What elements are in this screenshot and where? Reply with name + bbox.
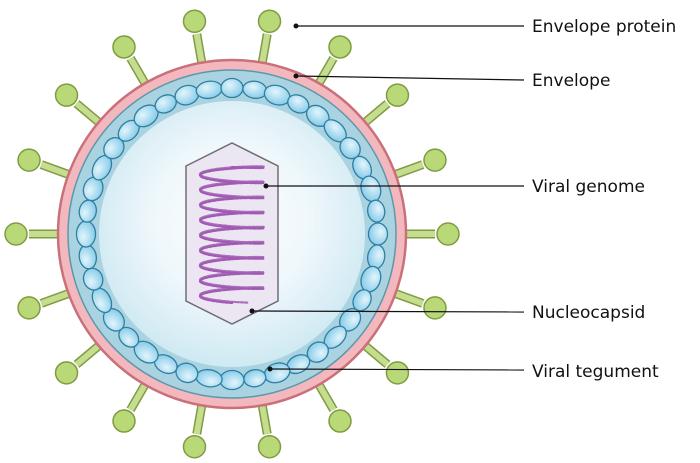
nucleocapsid	[185, 142, 279, 325]
label-viral-tegument: Viral tegument	[267, 362, 659, 382]
label-nucleocapsid: Nucleocapsid	[249, 303, 645, 323]
spike-head	[385, 83, 410, 107]
capsomere	[219, 369, 245, 391]
envelope-protein-spike	[112, 377, 152, 433]
envelope-protein-spike	[357, 83, 410, 130]
envelope-protein-spike	[182, 398, 208, 459]
spike-head	[385, 361, 410, 385]
spike-head	[436, 222, 460, 246]
envelope-protein-spike	[388, 148, 447, 181]
envelope-protein-spike	[54, 338, 107, 385]
envelope-protein-spike	[256, 398, 282, 459]
spike-head	[328, 35, 352, 59]
envelope-protein-spike	[182, 9, 208, 70]
envelope-protein-spike	[400, 222, 460, 246]
spike-head	[257, 9, 282, 34]
leader-dot-viral-tegument	[267, 366, 273, 372]
leader-dot-envelope-protein	[293, 23, 299, 29]
spike-head	[17, 148, 41, 172]
capsomere	[367, 222, 389, 246]
leader-line-viral-tegument	[269, 368, 525, 371]
spike-head	[328, 409, 352, 433]
spike-head	[54, 83, 79, 107]
envelope-protein-spike	[4, 222, 64, 246]
capsomere	[75, 220, 97, 248]
spike-head	[54, 361, 79, 385]
label-envelope: Envelope	[293, 71, 610, 91]
envelope-protein-spike	[54, 83, 107, 130]
envelope-protein-spike	[357, 338, 410, 385]
capsomere	[220, 77, 244, 99]
spike-head	[112, 35, 136, 59]
genome-strand-a	[198, 165, 265, 305]
envelope-protein-spike	[388, 287, 447, 320]
leader-dot-envelope	[293, 73, 299, 79]
spike-head	[257, 434, 282, 459]
leader-dot-viral-genome	[263, 183, 269, 189]
envelope-protein-spike	[312, 377, 352, 433]
viral-genome	[198, 165, 265, 305]
label-envelope-protein: Envelope protein	[293, 17, 676, 37]
envelope-protein-spike	[112, 35, 152, 91]
spike-head	[4, 222, 28, 246]
label-text-envelope: Envelope	[532, 71, 610, 91]
envelope-protein-spike	[17, 148, 76, 181]
label-text-envelope-protein: Envelope protein	[532, 17, 676, 37]
spike-head	[182, 9, 207, 34]
envelope-protein-spike	[256, 9, 282, 70]
label-text-nucleocapsid: Nucleocapsid	[532, 303, 645, 323]
spike-head	[182, 434, 207, 459]
spike-head	[423, 148, 447, 172]
genome-strand-b	[198, 165, 265, 304]
leader-line-envelope	[295, 75, 525, 81]
capsomere	[366, 199, 386, 223]
spike-head	[17, 296, 41, 320]
label-text-viral-genome: Viral genome	[532, 177, 645, 197]
label-text-viral-tegument: Viral tegument	[532, 362, 659, 382]
label-viral-genome: Viral genome	[263, 177, 645, 197]
envelope-protein-spike	[17, 287, 76, 320]
envelope-protein-spike	[312, 35, 352, 91]
leader-line-nucleocapsid	[251, 310, 525, 313]
leader-dot-nucleocapsid	[249, 308, 255, 314]
spike-head	[112, 409, 136, 433]
spike-head	[423, 296, 447, 320]
